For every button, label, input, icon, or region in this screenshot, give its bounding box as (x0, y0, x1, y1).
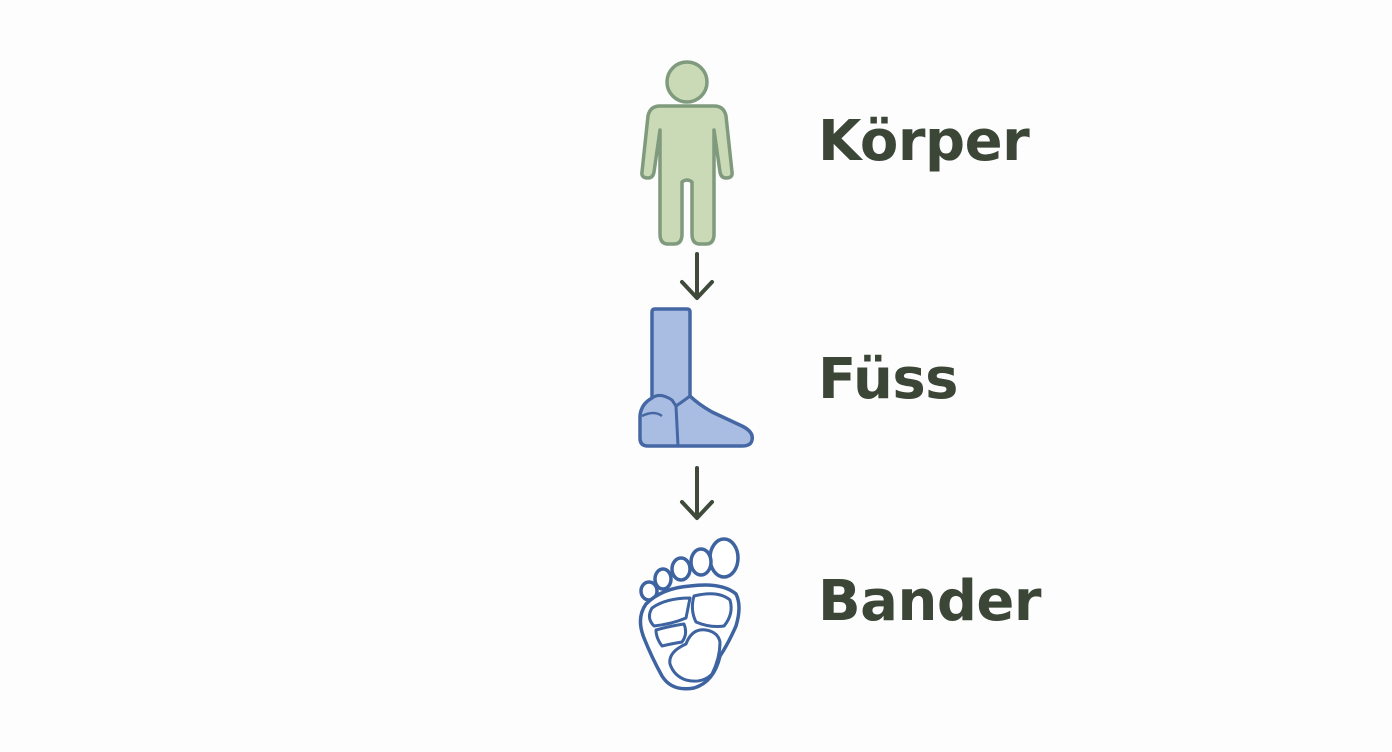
person-body-icon (640, 60, 734, 246)
step-label-bander: Bander (818, 569, 1042, 634)
arrow-down-icon (680, 252, 714, 300)
foot-sole-icon (638, 537, 741, 691)
foot-icon (638, 307, 755, 448)
step-label-fuess: Füss (818, 347, 959, 412)
step-label-koerper: Körper (818, 109, 1030, 174)
arrow-down-icon (680, 466, 714, 520)
